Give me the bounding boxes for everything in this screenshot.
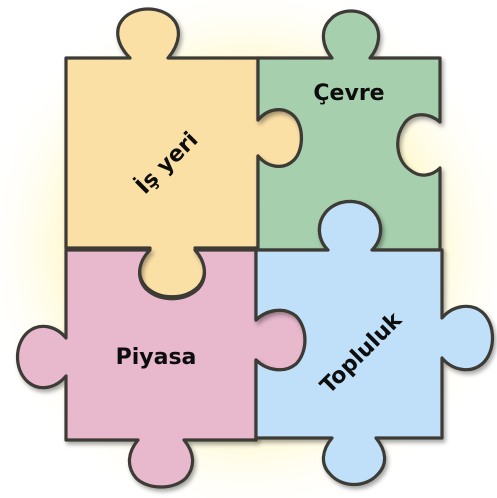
piece-piyasa-label: Piyasa	[116, 345, 197, 370]
piece-cevre-label: Çevre	[313, 81, 384, 106]
